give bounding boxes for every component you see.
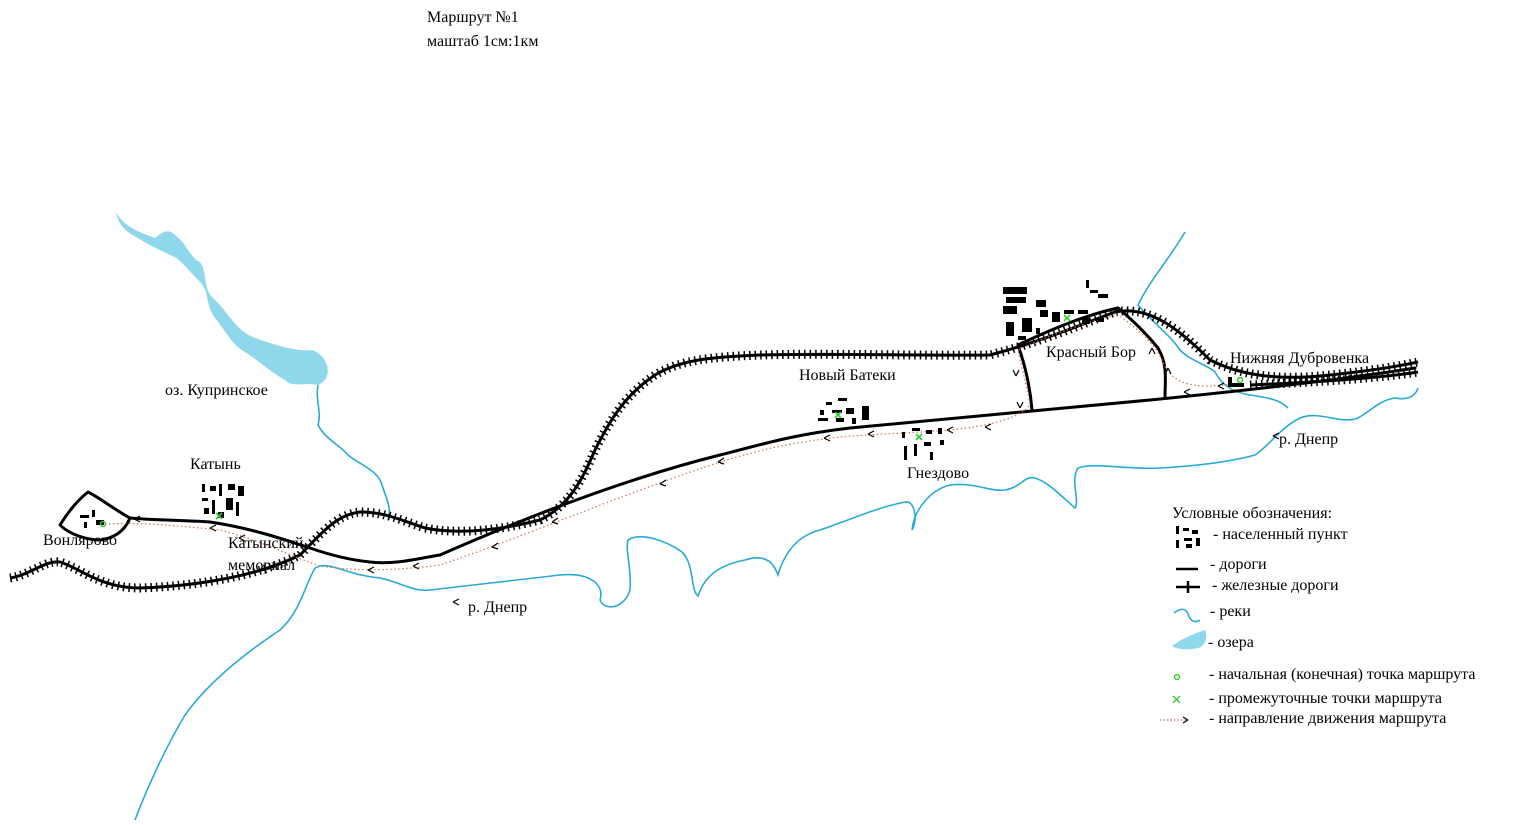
road-main [438, 366, 1417, 557]
legend-start-icon [1173, 673, 1181, 681]
label-katyn-memorial-line2: мемориал [228, 557, 296, 574]
arrow [946, 426, 954, 434]
arrow [717, 457, 725, 465]
arrow [1012, 369, 1020, 377]
railway-east-end-ties [1249, 367, 1419, 390]
arrow [452, 598, 460, 606]
road-vonlyarovo-loop [58, 490, 132, 542]
end-point-dubrovenka [1236, 376, 1244, 384]
label-katyn-memorial-line1: Катынский [228, 535, 304, 552]
legend-lake-icon [1172, 630, 1207, 650]
river-dnepr-main [314, 387, 1419, 608]
label-novy-bateki: Новый Батеки [799, 367, 896, 384]
road-west [128, 516, 442, 565]
arrow [209, 524, 217, 532]
legend-river-icon [1173, 608, 1201, 623]
route-path [104, 314, 1241, 571]
settlement-nizhnyaya-dubrovenka [1228, 377, 1244, 387]
arrow [659, 479, 667, 487]
arrow [367, 566, 375, 574]
legend-direction-label: - направление движения маршрута [1209, 710, 1447, 727]
river-northern-tributary [1137, 231, 1289, 409]
rivers [134, 231, 1419, 821]
legend-symbols [1160, 526, 1207, 724]
legend-waypoint-icon [1172, 695, 1181, 704]
arrow [412, 562, 420, 570]
label-vonlyarovo: Вонлярово [43, 532, 118, 549]
waypoint-novy-bateki [834, 411, 842, 419]
arrow [238, 534, 246, 542]
legend-title: Условные обозначения: [1172, 505, 1333, 522]
legend-settlement-label: - населенный пункт [1213, 526, 1348, 543]
legend-river-label: - реки [1210, 603, 1251, 620]
arrow [1148, 347, 1156, 355]
settlement-novy-bateki [818, 398, 869, 424]
railways [9, 306, 1419, 593]
legend-start-label: - начальная (конечная) точка маршрута [1209, 666, 1476, 683]
settlements [80, 280, 1244, 528]
map-scale: маштаб 1см:1км [427, 33, 539, 50]
settlement-vonlyarovo [80, 510, 104, 528]
route-points [99, 314, 1244, 528]
legend-road-label: - дороги [1210, 556, 1267, 573]
lake-kuprinskoe [116, 212, 328, 385]
arrow [823, 434, 831, 442]
roads [58, 306, 1417, 565]
arrow [1164, 367, 1172, 375]
start-point-vonlyarovo [99, 520, 107, 528]
label-nizhnyaya-dubrovenka: Нижняя Дубровенка [1230, 350, 1370, 367]
legend-lake-label: - озера [1208, 634, 1254, 651]
road-krasny-bor-2 [1116, 306, 1167, 400]
arrow [1016, 401, 1024, 409]
arrow [491, 542, 499, 550]
railway-south [9, 309, 1419, 590]
arrow [1272, 432, 1280, 440]
arrow [551, 517, 559, 525]
settlement-gnezdovo [902, 428, 944, 460]
river-from-lake [316, 384, 391, 521]
map-title: Маршрут №1 [427, 9, 519, 26]
label-dnepr-east: р. Днепр [1279, 431, 1339, 448]
arrow [133, 515, 141, 523]
settlement-katyn [202, 484, 244, 518]
label-dnepr-west: р. Днепр [468, 599, 528, 616]
arrow [1183, 388, 1191, 396]
legend-waypoint-label: - промежуточные точки маршрута [1209, 690, 1442, 707]
label-gnezdovo: Гнездово [907, 465, 970, 482]
arrow [984, 423, 992, 431]
railway-south-ties [9, 306, 1419, 593]
label-kuprinskoe: оз. Купринское [165, 382, 268, 399]
legend-settlement-icon [1176, 526, 1200, 548]
waypoint-gnezdovo [915, 433, 923, 441]
settlement-krasny-bor [1003, 280, 1108, 340]
legend-railway-label: - железные дороги [1212, 577, 1339, 594]
direction-arrows [133, 347, 1280, 606]
label-katyn: Катынь [190, 456, 241, 473]
legend-direction-icon [1160, 716, 1189, 724]
arrow [1217, 382, 1225, 390]
river-western-tributary [134, 567, 316, 821]
label-krasny-bor: Красный Бор [1046, 344, 1136, 361]
legend-railway-icon [1176, 581, 1200, 593]
waypoint-katyn [215, 512, 223, 520]
arrow [867, 430, 875, 438]
waypoint-krasny-bor [1063, 314, 1071, 322]
